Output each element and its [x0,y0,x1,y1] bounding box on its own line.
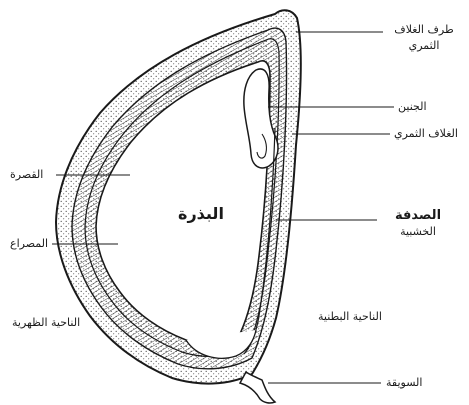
label-ventral-side: الناحية البطنية [318,311,382,322]
label-endocarp-line2: الخشبية [384,224,452,240]
label-dorsal-side: الناحية الظهرية [12,317,80,328]
label-husk: القصرة [10,169,43,180]
label-seed: البذرة [178,206,224,222]
label-valve: المصراع [10,238,48,249]
label-endocarp: الصدفة الخشبية [384,208,452,240]
label-endocarp-line1: الصدفة [384,208,452,224]
label-embryo: الجنين [398,101,427,112]
label-stalk: السويقة [386,377,422,388]
stalk-shape [240,372,275,403]
label-pericarp-tip-line1: طرف الغلاف [388,22,460,38]
label-pericarp: الغلاف الثمري [394,128,458,139]
label-pericarp-tip: طرف الغلاف الثمري [388,22,460,54]
label-pericarp-tip-line2: الثمري [388,38,460,54]
